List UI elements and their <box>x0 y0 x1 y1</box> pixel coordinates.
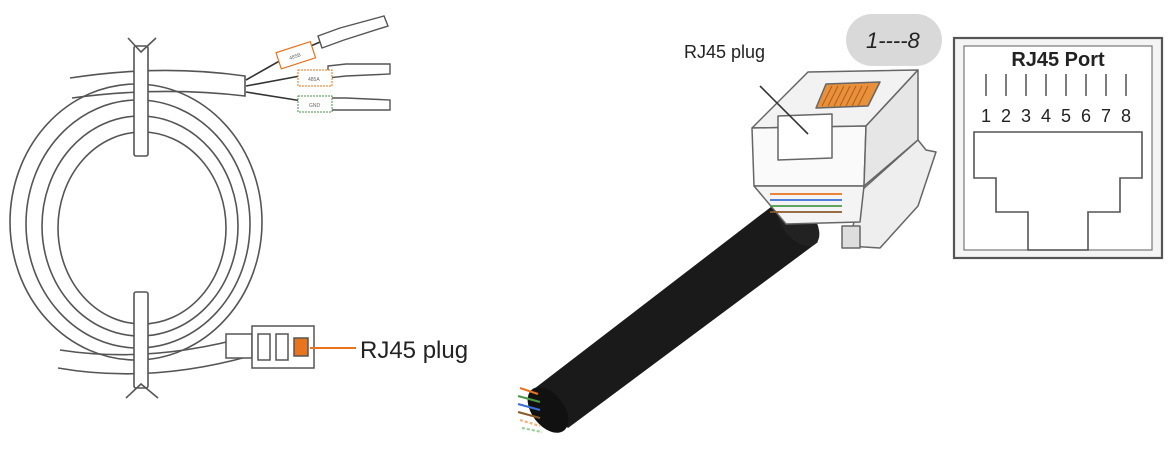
wire-tag-3 <box>297 95 333 113</box>
plug-gold-contacts <box>815 81 881 109</box>
plug-label-center: RJ45 plug <box>684 42 765 62</box>
port-pin-3: 3 <box>1021 106 1031 126</box>
plug-window-1 <box>257 333 271 361</box>
plug-window-2 <box>275 333 289 361</box>
coil-rj45-plug <box>225 325 315 369</box>
plug-contacts <box>293 337 309 357</box>
ferrule-1 <box>317 15 389 49</box>
wire-tag-1-label: 485B <box>289 52 303 62</box>
wire-tag-2-label: 485A <box>308 77 320 83</box>
pin-range-badge-text: 1----8 <box>866 28 921 53</box>
coiled-cable <box>9 37 263 399</box>
wire-tags: 485B 485A GND <box>275 40 333 113</box>
exposed-conductors <box>517 386 543 434</box>
plug-front-window <box>777 113 833 161</box>
conductor-green-white <box>521 426 543 434</box>
port-pin-ticks <box>985 74 1127 96</box>
ferrule-2 <box>327 63 391 79</box>
port-pin-numbers: 1 2 3 4 5 6 7 8 <box>981 106 1131 126</box>
cable-tie-bottom <box>133 291 149 389</box>
plug-inner-wires <box>770 193 842 213</box>
rj45-port: RJ45 Port 1 2 3 4 5 6 7 8 <box>952 36 1164 260</box>
cable-tie-top <box>133 45 149 157</box>
conductor-brown <box>517 410 541 420</box>
cable-top-strand <box>69 69 246 99</box>
port-pin-7: 7 <box>1101 106 1111 126</box>
port-frame-inner <box>963 45 1153 251</box>
port-pin-1: 1 <box>981 106 991 126</box>
plug-label-left: RJ45 plug <box>360 337 468 364</box>
cable-tie-top-tail <box>127 37 157 54</box>
plug-boot <box>225 333 253 359</box>
port-pin-5: 5 <box>1061 106 1071 126</box>
cable-jacket <box>530 200 818 428</box>
port-pin-4: 4 <box>1041 106 1051 126</box>
port-pin-6: 6 <box>1081 106 1091 126</box>
black-cable <box>527 197 820 433</box>
conductor-orange <box>519 386 539 396</box>
conductor-orange-white <box>519 418 541 428</box>
contact-grooves <box>821 85 869 107</box>
pin-range-badge: 1----8 <box>846 14 942 66</box>
cable-tie-bottom-tail <box>125 382 159 399</box>
pin-range-badge-bg <box>846 14 942 66</box>
center-leader-line <box>759 85 809 135</box>
cable-jacket-end <box>527 387 569 433</box>
conductor-blue <box>517 402 541 412</box>
port-pin-2: 2 <box>1001 106 1011 126</box>
wire-tag-1 <box>275 40 317 70</box>
port-socket-outline <box>973 131 1143 251</box>
port-pin-8: 8 <box>1121 106 1131 126</box>
wire-tag-2 <box>297 69 333 87</box>
ferrule-3 <box>327 97 391 111</box>
port-title: RJ45 Port <box>1011 49 1105 71</box>
wire-tag-3-label: GND <box>309 103 321 109</box>
conductor-green <box>517 394 541 404</box>
cable-bottom-strand <box>57 334 251 375</box>
plug-latch-tab <box>841 225 861 249</box>
